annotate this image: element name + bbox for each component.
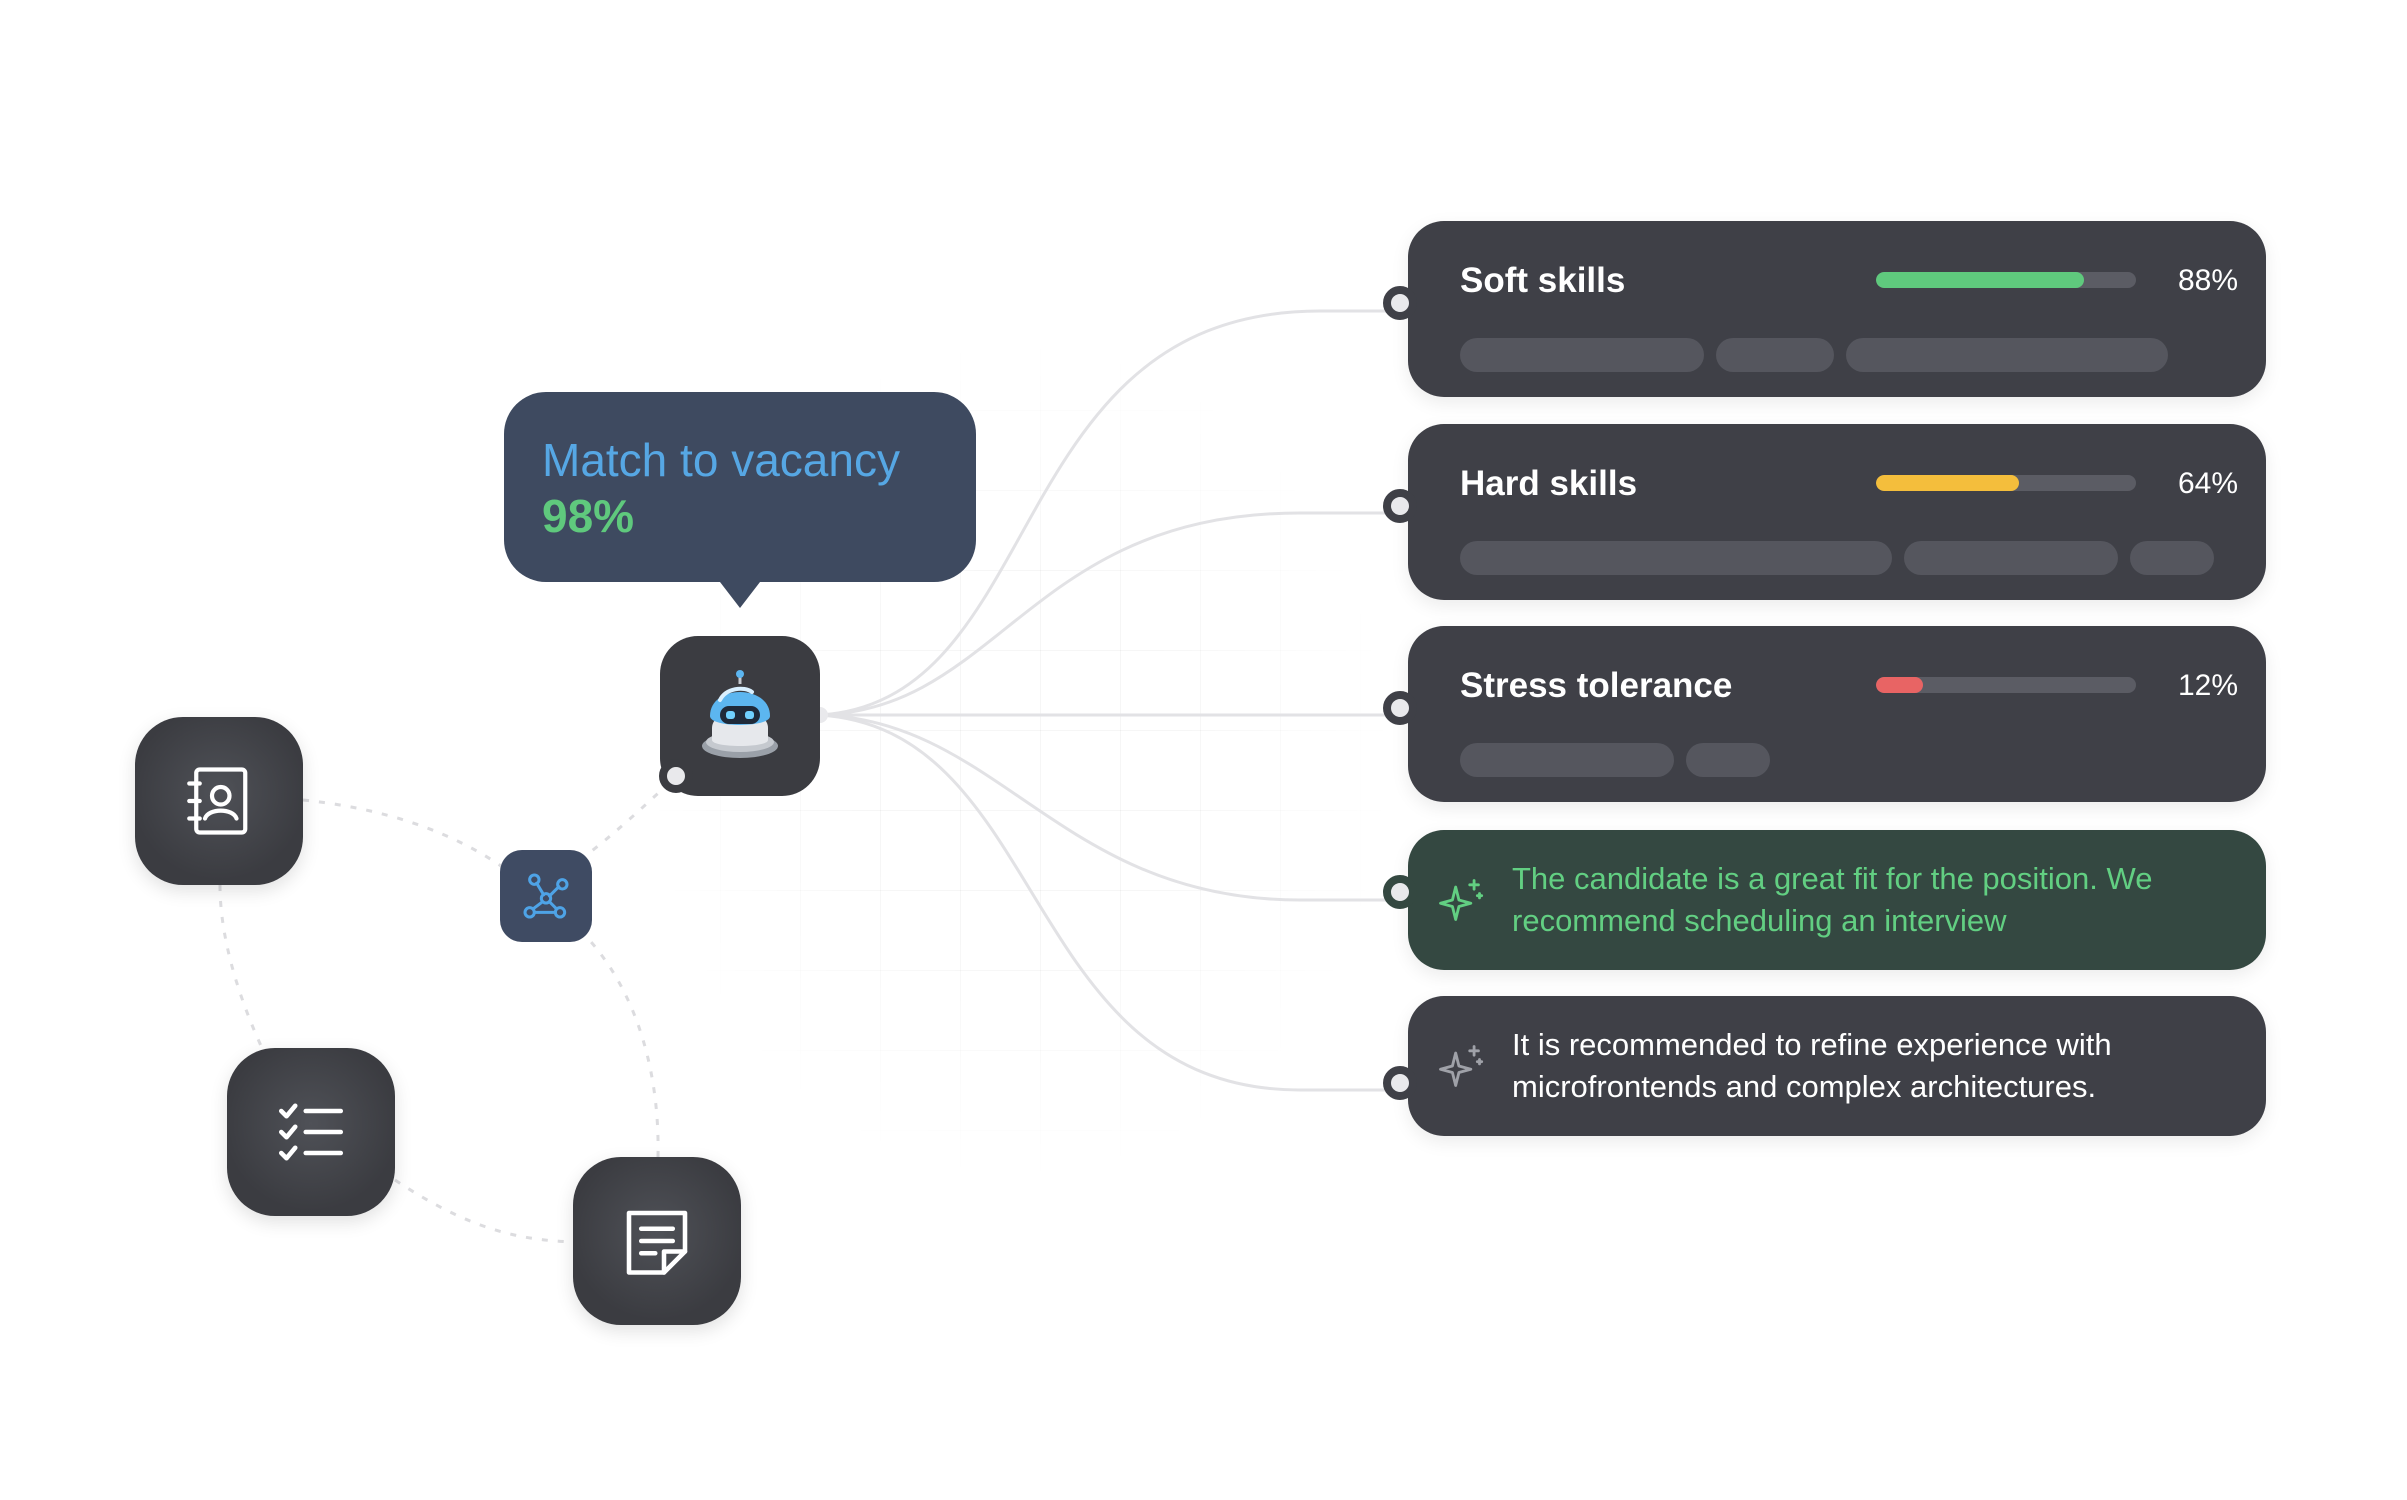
skill-percent: 64% <box>2177 467 2238 500</box>
placeholder-pill <box>1460 743 1674 777</box>
placeholder-pill <box>1846 338 2168 372</box>
skill-card-hard-skills: Hard skills 64% <box>1383 424 2266 600</box>
placeholder-pill <box>1686 743 1770 777</box>
skill-title: Soft skills <box>1460 261 1626 300</box>
placeholder-pill <box>1460 338 1704 372</box>
card-port <box>1383 1066 1417 1100</box>
card-port <box>1383 875 1417 909</box>
recommendation-card-refine: It is recommended to refine experience w… <box>1383 996 2266 1136</box>
placeholder-pill <box>1460 541 1892 575</box>
link-refine-recommendation <box>819 713 1400 1092</box>
link-fit-recommendation <box>819 713 1400 902</box>
match-value: 98% <box>542 490 635 542</box>
skill-title: Hard skills <box>1460 464 1638 503</box>
document-note-tile[interactable] <box>573 1157 741 1325</box>
skill-percent: 12% <box>2177 669 2238 702</box>
skill-progress-fill <box>1876 475 2019 491</box>
match-to-vacancy-bubble: Match to vacancy 98% <box>504 392 976 608</box>
match-title: Match to vacancy <box>542 434 900 486</box>
hub-link-robot <box>579 775 677 862</box>
sparkle-icon <box>1439 879 1484 921</box>
link-hard-skills <box>819 511 1400 717</box>
skill-card-soft-skills: Soft skills 88% <box>1383 221 2266 397</box>
card-port <box>1383 691 1417 725</box>
skill-progress-track <box>1876 677 2136 693</box>
skill-percent: 88% <box>2177 264 2238 297</box>
skill-progress-track <box>1876 475 2136 491</box>
contact-book-icon <box>187 767 248 835</box>
link-soft-skills <box>819 309 1400 717</box>
source-link-checklist-note <box>394 1178 574 1244</box>
checklist-tile[interactable] <box>227 1048 395 1216</box>
skill-progress-fill <box>1876 272 2084 288</box>
source-link-contacts-checklist <box>218 884 264 1049</box>
source-link-contacts <box>302 798 521 882</box>
checklist-icon <box>278 1103 344 1161</box>
robot-icon <box>702 670 778 758</box>
recommendation-card-fit: The candidate is a great fit for the pos… <box>1383 830 2266 970</box>
placeholder-pill <box>1904 541 2118 575</box>
card-port <box>1383 286 1417 320</box>
skill-progress-fill <box>1876 677 1923 693</box>
skill-title: Stress tolerance <box>1460 666 1733 705</box>
contact-book-tile[interactable] <box>135 717 303 885</box>
sparkle-icon <box>1439 1045 1484 1087</box>
card-port <box>1383 489 1417 523</box>
recommendation-text: The candidate is a great fit for the pos… <box>1512 861 2153 938</box>
recommendation-text: It is recommended to refine experience w… <box>1512 1027 2112 1104</box>
network-graph-node[interactable] <box>500 850 592 942</box>
skill-card-stress-tolerance: Stress tolerance 12% <box>1383 626 2266 802</box>
placeholder-pill <box>1716 338 1834 372</box>
skill-progress-track <box>1876 272 2136 288</box>
robot-input-port <box>659 759 693 793</box>
source-link-note-hub <box>578 928 660 1158</box>
document-note-icon <box>626 1210 688 1275</box>
network-graph-icon <box>523 873 569 919</box>
placeholder-pill <box>2130 541 2214 575</box>
